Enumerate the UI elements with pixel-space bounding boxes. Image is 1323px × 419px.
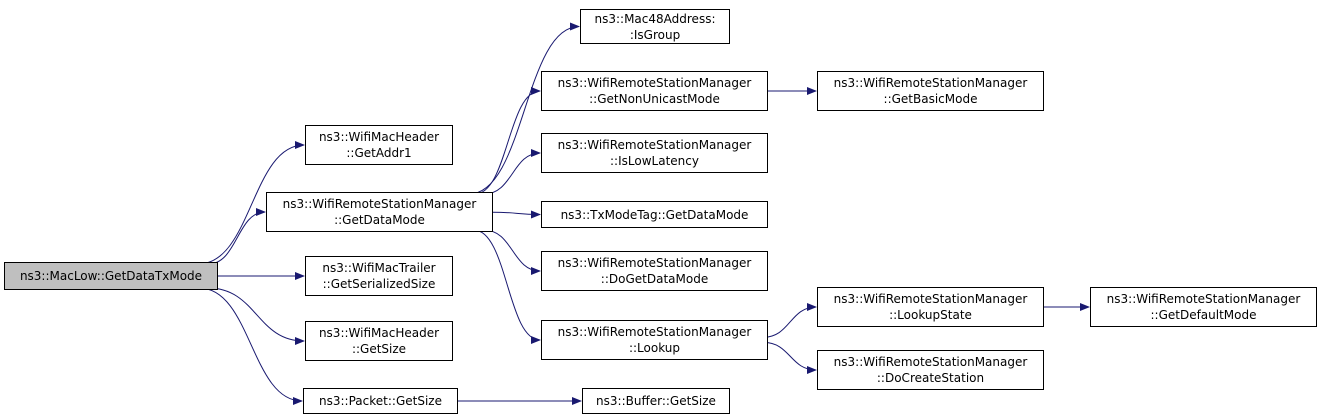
node-wrsm-lookupstate[interactable]: ns3::WifiRemoteStationManager ::LookupSt… bbox=[817, 287, 1044, 327]
edge-wrsm_lookup-to-wrsm_lookupstate bbox=[763, 303, 817, 338]
edge-wrsm_getdatamode-to-wrsm_islowlatency bbox=[484, 149, 541, 195]
node-label-line: ns3::WifiRemoteStationManager bbox=[557, 76, 752, 90]
node-wrsm-getdefaultmode[interactable]: ns3::WifiRemoteStationManager ::GetDefau… bbox=[1090, 287, 1317, 327]
node-wifimactrailer-getserializedsize[interactable]: ns3::WifiMacTrailer ::GetSerializedSize bbox=[305, 256, 453, 296]
node-label-line: ns3::WifiMacTrailer bbox=[322, 261, 436, 275]
node-mac48address-isgroup[interactable]: ns3::Mac48Address: :IsGroup bbox=[580, 9, 730, 44]
node-label-line: ::DoCreateStation bbox=[876, 371, 985, 385]
node-label-line: ns3::WifiMacHeader bbox=[318, 130, 440, 144]
edge-root-to-wmh_getsize bbox=[208, 287, 305, 345]
node-label-line: ns3::WifiRemoteStationManager bbox=[1106, 292, 1301, 306]
node-label-line: ::GetSize bbox=[351, 342, 407, 356]
node-wifimacheader-getsize[interactable]: ns3::WifiMacHeader ::GetSize bbox=[305, 321, 453, 361]
node-label-line: ::GetDataMode bbox=[334, 213, 425, 227]
node-label-line: ns3::TxModeTag::GetDataMode bbox=[560, 207, 749, 222]
node-label-line: ::GetAddr1 bbox=[346, 146, 412, 160]
edge-wrsm_getdatamode-to-txmodetag_getdatamode bbox=[492, 210, 541, 219]
node-wrsm-getdatamode[interactable]: ns3::WifiRemoteStationManager ::GetDataM… bbox=[266, 192, 493, 232]
node-label-line: ns3::WifiRemoteStationManager bbox=[833, 355, 1028, 369]
node-label-line: :IsGroup bbox=[629, 27, 681, 42]
node-buffer-getsize[interactable]: ns3::Buffer::GetSize bbox=[582, 388, 730, 414]
edge-root-to-wmh_getaddr1 bbox=[198, 141, 305, 265]
node-maclow-getdatatxmode[interactable]: ns3::MacLow::GetDataTxMode bbox=[4, 262, 218, 290]
node-label-line: ns3::WifiRemoteStationManager bbox=[282, 197, 477, 211]
node-wrsm-getnonunicastmode[interactable]: ns3::WifiRemoteStationManager ::GetNonUn… bbox=[541, 71, 768, 111]
node-label-line: ::GetNonUnicastMode bbox=[589, 92, 720, 106]
node-label-line: ::Lookup bbox=[628, 341, 681, 355]
edge-wrsm_getdatamode-to-wrsm_dogetdatamode bbox=[484, 229, 541, 275]
node-label-line: ns3::MacLow::GetDataTxMode bbox=[19, 269, 203, 283]
node-label-line: ::LookupState bbox=[889, 308, 972, 322]
node-wifimacheader-getaddr1[interactable]: ns3::WifiMacHeader ::GetAddr1 bbox=[305, 125, 453, 165]
node-label-line: ns3::WifiMacHeader bbox=[318, 326, 440, 340]
node-packet-getsize[interactable]: ns3::Packet::GetSize bbox=[303, 388, 458, 414]
node-wrsm-dogetdatamode[interactable]: ns3::WifiRemoteStationManager ::DoGetDat… bbox=[541, 251, 768, 291]
edge-wrsm_getdatamode-to-wrsm_getnonunicastmode bbox=[474, 87, 541, 195]
node-label-line: ::GetBasicMode bbox=[883, 92, 978, 106]
edge-wrsm_getdatamode-to-mac48_isgroup bbox=[468, 22, 580, 195]
node-txmodetag-getdatamode[interactable]: ns3::TxModeTag::GetDataMode bbox=[541, 201, 768, 228]
node-label-line: ns3::WifiRemoteStationManager bbox=[833, 292, 1028, 306]
node-label-line: ns3::Buffer::GetSize bbox=[596, 394, 716, 408]
node-label-line: ::GetSerializedSize bbox=[322, 277, 436, 291]
node-label-line: ::GetDefaultMode bbox=[1150, 308, 1257, 322]
edge-root-to-wrsm_getdatamode bbox=[208, 208, 266, 265]
edge-root-to-packet_getsize bbox=[199, 287, 303, 405]
node-label-line: ns3::WifiRemoteStationManager bbox=[557, 325, 752, 339]
edge-wrsm_getdatamode-to-wrsm_lookup bbox=[473, 229, 541, 344]
node-label-line: ns3::Packet::GetSize bbox=[319, 394, 442, 408]
edge-wrsm_lookup-to-wrsm_docreatestation bbox=[763, 341, 817, 374]
node-wrsm-islowlatency[interactable]: ns3::WifiRemoteStationManager ::IsLowLat… bbox=[541, 133, 768, 173]
node-label-line: ns3::WifiRemoteStationManager bbox=[833, 76, 1028, 90]
node-label-line: ns3::WifiRemoteStationManager bbox=[557, 138, 752, 152]
node-label-line: ns3::WifiRemoteStationManager bbox=[557, 256, 752, 270]
node-label-line: ::IsLowLatency bbox=[610, 154, 699, 168]
node-wrsm-lookup[interactable]: ns3::WifiRemoteStationManager ::Lookup bbox=[541, 320, 768, 360]
node-wrsm-getbasicmode[interactable]: ns3::WifiRemoteStationManager ::GetBasic… bbox=[817, 71, 1044, 111]
node-label-line: ::DoGetDataMode bbox=[600, 272, 709, 286]
node-label-line: ns3::Mac48Address: bbox=[594, 11, 716, 26]
node-wrsm-docreatestation[interactable]: ns3::WifiRemoteStationManager ::DoCreate… bbox=[817, 350, 1044, 390]
